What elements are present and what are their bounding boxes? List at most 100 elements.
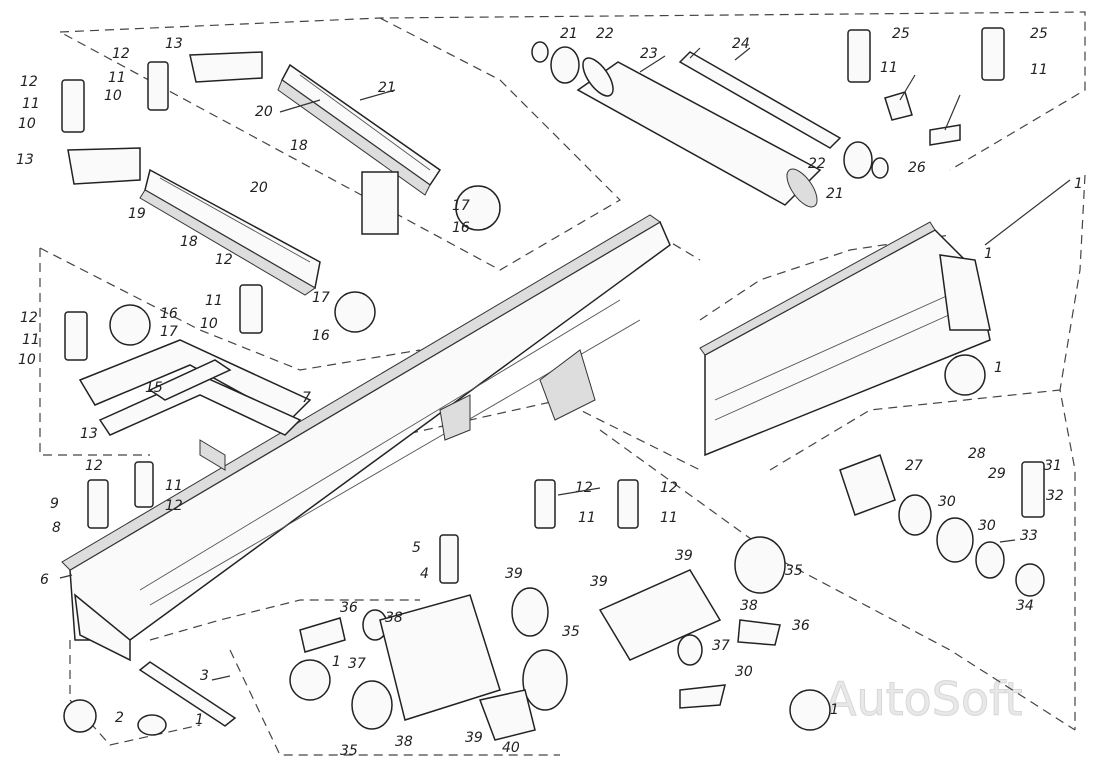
callout-1: 1 bbox=[984, 246, 993, 262]
callout-11: 11 bbox=[108, 70, 126, 86]
callout-32: 32 bbox=[1046, 488, 1064, 504]
callout-22: 22 bbox=[808, 156, 826, 172]
shaft-24 bbox=[678, 51, 842, 149]
cross-member-middle bbox=[67, 147, 321, 296]
callout-1: 1 bbox=[830, 702, 839, 718]
callout-19: 19 bbox=[128, 206, 146, 222]
callout-38: 38 bbox=[740, 598, 758, 614]
callout-11: 11 bbox=[578, 510, 596, 526]
callout-11: 11 bbox=[22, 332, 40, 348]
callout-39: 39 bbox=[590, 574, 608, 590]
callout-1: 1 bbox=[994, 360, 1003, 376]
callout-13: 13 bbox=[16, 152, 34, 168]
callout-3: 3 bbox=[200, 668, 209, 684]
callout-35: 35 bbox=[785, 563, 803, 579]
callout-34: 34 bbox=[1016, 598, 1034, 614]
callout-30: 30 bbox=[978, 518, 996, 534]
callout-35: 35 bbox=[340, 743, 358, 759]
callout-20: 20 bbox=[250, 180, 268, 196]
callout-30: 30 bbox=[735, 664, 753, 680]
lower-left-cross-members bbox=[78, 339, 312, 471]
callout-22: 22 bbox=[596, 26, 614, 42]
callout-21: 21 bbox=[378, 80, 396, 96]
callout-1: 1 bbox=[1074, 176, 1083, 192]
callout-39: 39 bbox=[675, 548, 693, 564]
callout-20: 20 bbox=[255, 104, 273, 120]
callout-40: 40 bbox=[502, 740, 520, 756]
callout-18: 18 bbox=[290, 138, 308, 154]
callout-12: 12 bbox=[575, 480, 593, 496]
callout-17: 17 bbox=[312, 290, 330, 306]
callout-10: 10 bbox=[18, 352, 36, 368]
callout-38: 38 bbox=[395, 734, 413, 750]
callout-16: 16 bbox=[312, 328, 330, 344]
cross-member-upper bbox=[189, 51, 442, 196]
callout-17: 17 bbox=[160, 324, 178, 340]
callout-11: 11 bbox=[22, 96, 40, 112]
callout-16: 16 bbox=[452, 220, 470, 236]
bottom-left-parts bbox=[63, 661, 237, 736]
callout-21: 21 bbox=[560, 26, 578, 42]
callout-8: 8 bbox=[52, 520, 61, 536]
callout-38: 38 bbox=[385, 610, 403, 626]
callout-4: 4 bbox=[420, 566, 429, 582]
callout-17: 17 bbox=[452, 198, 470, 214]
callout-6: 6 bbox=[40, 572, 49, 588]
callout-1: 1 bbox=[332, 654, 341, 670]
callout-26: 26 bbox=[908, 160, 926, 176]
callout-12: 12 bbox=[112, 46, 130, 62]
callout-31: 31 bbox=[1044, 458, 1062, 474]
callout-29: 29 bbox=[988, 466, 1006, 482]
callout-11: 11 bbox=[165, 478, 183, 494]
callout-10: 10 bbox=[200, 316, 218, 332]
callout-24: 24 bbox=[732, 36, 750, 52]
callout-12: 12 bbox=[20, 74, 38, 90]
callout-36: 36 bbox=[792, 618, 810, 634]
callout-11: 11 bbox=[880, 60, 898, 76]
callout-13: 13 bbox=[165, 36, 183, 52]
right-frame-section bbox=[699, 221, 991, 457]
callout-11: 11 bbox=[1030, 62, 1048, 78]
pins-26 bbox=[884, 74, 961, 146]
callout-35: 35 bbox=[562, 624, 580, 640]
callout-9: 9 bbox=[50, 496, 59, 512]
callout-16: 16 bbox=[160, 306, 178, 322]
plate-brackets bbox=[61, 27, 1045, 584]
callout-33: 33 bbox=[1020, 528, 1038, 544]
callout-12: 12 bbox=[20, 310, 38, 326]
callout-21: 21 bbox=[826, 186, 844, 202]
roller-assembly-left bbox=[289, 587, 568, 741]
callout-12: 12 bbox=[660, 480, 678, 496]
callout-28: 28 bbox=[968, 446, 986, 462]
callout-37: 37 bbox=[348, 656, 366, 672]
callout-30: 30 bbox=[938, 494, 956, 510]
callout-11: 11 bbox=[205, 293, 223, 309]
detail-circles bbox=[109, 171, 501, 346]
callout-27: 27 bbox=[905, 458, 923, 474]
callout-23: 23 bbox=[640, 46, 658, 62]
callout-1: 1 bbox=[195, 712, 204, 728]
callout-39: 39 bbox=[505, 566, 523, 582]
roller-assembly-right bbox=[598, 536, 831, 731]
callout-15: 15 bbox=[145, 380, 163, 396]
callout-11: 11 bbox=[660, 510, 678, 526]
roller-23 bbox=[576, 57, 822, 208]
callout-39: 39 bbox=[465, 730, 483, 746]
watermark: AutoSoft bbox=[825, 672, 1023, 726]
callout-12: 12 bbox=[85, 458, 103, 474]
callout-37: 37 bbox=[712, 638, 730, 654]
callout-25: 25 bbox=[1030, 26, 1048, 42]
leader-lines bbox=[59, 47, 1071, 681]
callout-10: 10 bbox=[18, 116, 36, 132]
bearings-21-22 bbox=[531, 41, 889, 179]
callout-labels: 12 11 10 13 12 11 10 13 21 20 18 20 19 1… bbox=[16, 26, 1083, 759]
group-outlines bbox=[39, 11, 1086, 756]
callout-25: 25 bbox=[892, 26, 910, 42]
callout-2: 2 bbox=[115, 710, 124, 726]
callout-12: 12 bbox=[165, 498, 183, 514]
callout-13: 13 bbox=[80, 426, 98, 442]
callout-7: 7 bbox=[302, 390, 311, 406]
callout-36: 36 bbox=[340, 600, 358, 616]
callout-18: 18 bbox=[180, 234, 198, 250]
